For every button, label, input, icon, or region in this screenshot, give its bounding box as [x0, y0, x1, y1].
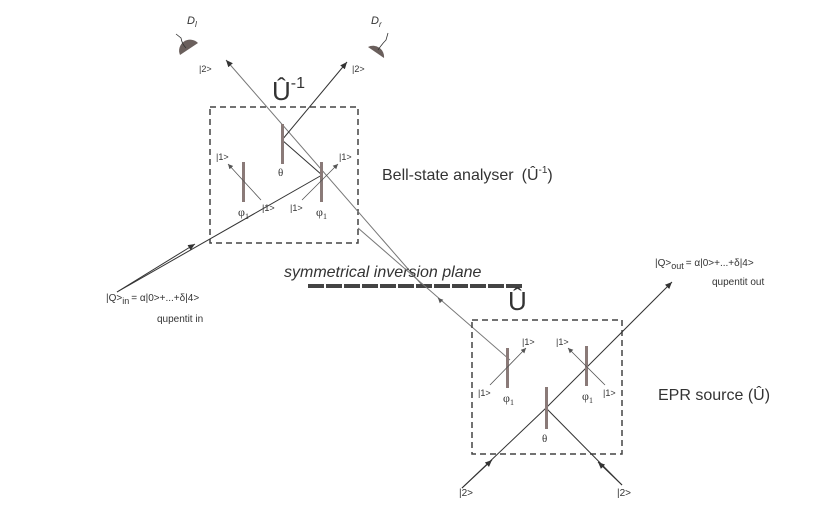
- detector-right-state: |2>: [352, 64, 365, 74]
- phi-plate-top-right: [320, 162, 323, 202]
- ket-label: |1>: [290, 203, 303, 213]
- input-state-label: |Q>in= α|0>+...+δ|4>: [106, 293, 199, 306]
- phi-plate-bottom-left: [506, 348, 509, 388]
- inversion-plane-label: symmetrical inversion plane: [284, 264, 482, 281]
- theta-plate-top: [281, 124, 284, 164]
- ket-label: |1>: [603, 388, 616, 398]
- arrow-in: [116, 243, 196, 293]
- output-caption: qupentit out: [712, 277, 764, 288]
- bell-analyser-box: [209, 106, 359, 244]
- epr-source-box: [471, 319, 623, 455]
- beam-in-mid: [281, 139, 323, 176]
- inverse-operator-label: Û-1: [272, 75, 305, 106]
- ket-label: |1>: [216, 152, 229, 162]
- ket-label: |1>: [522, 337, 535, 347]
- theta-label: θ: [542, 433, 547, 445]
- detector-left-label: Dl: [187, 15, 197, 29]
- phi-plate-top-left: [242, 162, 245, 202]
- beam-out-right: [281, 61, 348, 141]
- phi-label: φ1: [503, 391, 514, 407]
- theta-label: θ: [278, 167, 283, 179]
- detector-left-state: |2>: [199, 64, 212, 74]
- operator-label: Û: [508, 286, 527, 316]
- epr-source-label: EPR source (Û): [658, 385, 770, 404]
- detector-left-icon: [175, 33, 198, 55]
- input-caption: qupentit in: [157, 314, 203, 325]
- input-state-right: |2>: [617, 488, 631, 499]
- ket-label: |1>: [339, 152, 352, 162]
- input-state-left: |2>: [459, 488, 473, 499]
- beam-in-upper: [116, 174, 323, 293]
- theta-plate-bottom: [545, 387, 548, 429]
- ket-label: |1>: [556, 337, 569, 347]
- detector-right-icon: [368, 32, 389, 58]
- beam-bottom-in-right: [545, 407, 623, 486]
- phi-label: φ1: [582, 389, 593, 405]
- bell-analyser-label: Bell-state analyser(Û-1): [382, 165, 553, 184]
- ket-label: |1>: [478, 388, 491, 398]
- beam-out-right: [545, 281, 673, 409]
- ket-label: |1>: [262, 203, 275, 213]
- beam-out-left: [225, 59, 423, 286]
- phi-label: φ1: [316, 205, 327, 221]
- detector-right-label: Dr: [371, 15, 382, 29]
- phi-label: φ1: [238, 205, 249, 221]
- output-state-label: |Q>out= α|0>+...+δ|4>: [655, 258, 754, 271]
